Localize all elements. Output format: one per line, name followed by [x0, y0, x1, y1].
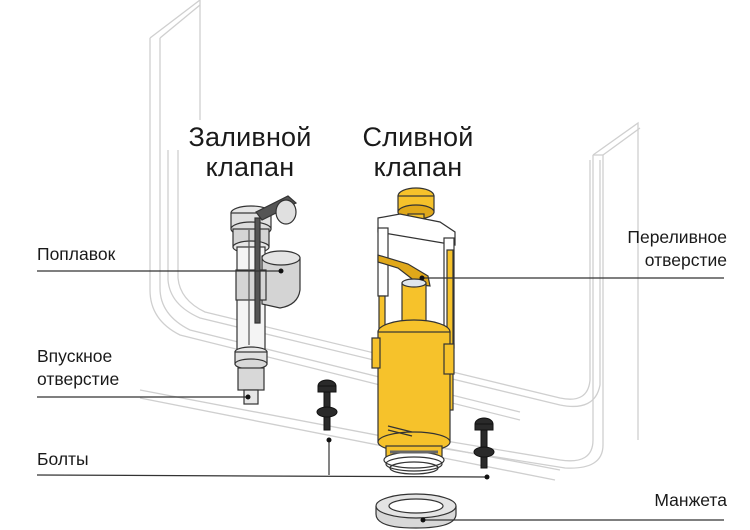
drain-valve-title: Сливной клапан	[348, 122, 488, 182]
leader-dots	[245, 268, 490, 523]
drain-valve-title-line1: Сливной	[362, 122, 474, 152]
overflow-label-line2: отверстие	[644, 250, 727, 270]
inlet-label: Впускное отверстие	[37, 345, 119, 391]
fill-valve-title-line2: клапан	[205, 152, 295, 182]
bolt-left	[316, 379, 338, 431]
gasket-label: Манжета	[654, 490, 727, 510]
overflow-label-line1: Переливное	[627, 227, 727, 247]
fill-valve-title-line1: Заливной	[188, 122, 312, 152]
fill-valve-illustration	[230, 195, 301, 405]
drain-valve-title-line2: клапан	[373, 152, 463, 182]
inlet-label-line2: отверстие	[37, 369, 120, 389]
inlet-label-line1: Впускное	[37, 346, 113, 366]
bolt-right	[473, 417, 495, 469]
overflow-label: Переливное отверстие	[560, 226, 727, 272]
fill-valve-title: Заливной клапан	[170, 122, 330, 182]
drain-valve-illustration	[371, 187, 456, 475]
bolts-label: Болты	[37, 449, 89, 469]
leader-bolts	[36, 474, 488, 478]
gasket-illustration	[375, 493, 457, 529]
float-label: Поплавок	[37, 244, 116, 264]
leader-lines	[36, 270, 724, 521]
